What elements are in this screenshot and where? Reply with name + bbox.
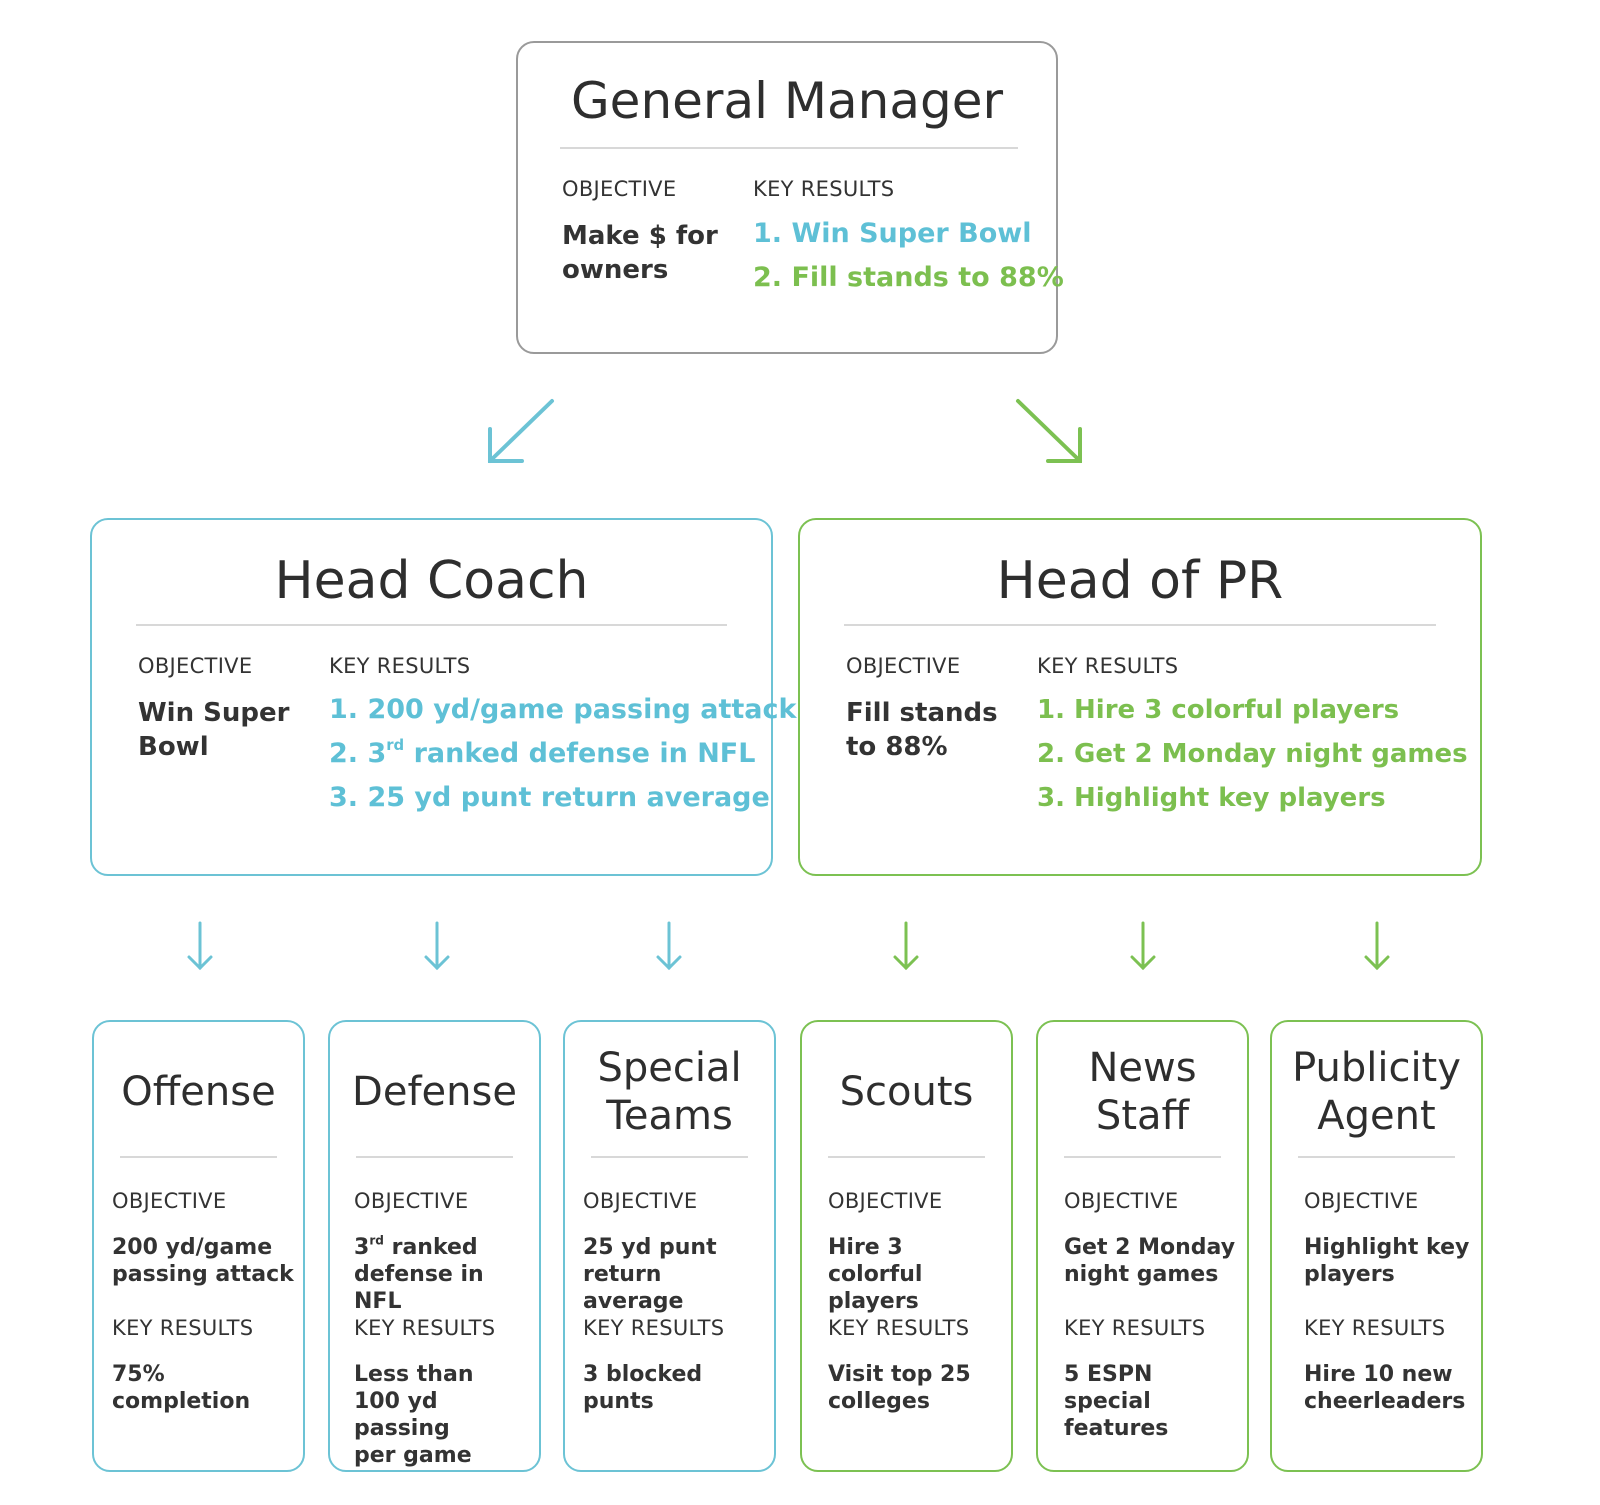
objective-text: 3rd ranked defense in NFL [354, 1233, 484, 1314]
objective-label: OBJECTIVE [138, 654, 253, 678]
key-results-text: 75% completion [112, 1362, 251, 1414]
key-results-label: KEY RESULTS [112, 1316, 254, 1340]
key-results-label: KEY RESULTS [329, 654, 471, 678]
key-results-label: KEY RESULTS [753, 177, 895, 201]
arrow-down-icon [893, 921, 919, 971]
objective-label: OBJECTIVE [354, 1189, 469, 1213]
key-result-item: 2. Get 2 Monday night games [1037, 739, 1468, 769]
divider [560, 147, 1018, 149]
divider [136, 624, 727, 626]
card-title: Offense [121, 1069, 276, 1115]
key-results-list: 1. 200 yd/game passing attack 2. 3rd ran… [329, 688, 797, 820]
head-of-pr-title: Head of PR [996, 551, 1284, 611]
key-result-item: 3. Highlight key players [1037, 783, 1386, 813]
arrow-down-icon [1364, 921, 1390, 971]
objective-label: OBJECTIVE [112, 1189, 227, 1213]
card-title: Scouts [839, 1069, 974, 1115]
key-results-label: KEY RESULTS [1064, 1316, 1206, 1340]
divider [591, 1156, 748, 1158]
key-result-item: 1. 200 yd/game passing attack [329, 694, 797, 725]
arrow-down-icon [187, 921, 213, 971]
key-results-label: KEY RESULTS [1304, 1316, 1446, 1340]
head-coach-title: Head Coach [274, 551, 589, 611]
objective-label: OBJECTIVE [1064, 1189, 1179, 1213]
key-results-list: 1. Win Super Bowl 2. Fill stands to 88% [753, 212, 1064, 300]
arrow-down-left-icon [488, 399, 554, 463]
objective-label: OBJECTIVE [1304, 1189, 1419, 1213]
divider [1064, 1156, 1221, 1158]
key-result-item: 1. Hire 3 colorful players [1037, 695, 1400, 725]
card-title: Defense [352, 1069, 517, 1115]
key-results-label: KEY RESULTS [828, 1316, 970, 1340]
arrow-down-right-icon [1016, 399, 1082, 463]
divider [356, 1156, 513, 1158]
divider [828, 1156, 985, 1158]
head-of-pr-card: Head of PR OBJECTIVE KEY RESULTS Fill st… [798, 518, 1482, 876]
objective-text: Win Super Bowl [138, 698, 290, 762]
arrow-down-icon [656, 921, 682, 971]
objective-text: Fill stands to 88% [846, 698, 998, 762]
arrow-down-icon [424, 921, 450, 971]
key-results-label: KEY RESULTS [1037, 654, 1179, 678]
key-result-item: 2. 3rd ranked defense in NFL [329, 736, 756, 769]
objective-label: OBJECTIVE [583, 1189, 698, 1213]
objective-text: Make $ for owners [562, 221, 718, 285]
head-coach-card: Head Coach OBJECTIVE KEY RESULTS Win Sup… [90, 518, 797, 876]
key-result-item: 1. Win Super Bowl [753, 218, 1032, 249]
key-results-text: 3 blocked punts [583, 1362, 703, 1414]
arrow-down-icon [1130, 921, 1156, 971]
objective-label: OBJECTIVE [828, 1189, 943, 1213]
key-results-label: KEY RESULTS [354, 1316, 496, 1340]
key-results-label: KEY RESULTS [583, 1316, 725, 1340]
general-manager-card: General Manager OBJECTIVE KEY RESULTS Ma… [516, 41, 1064, 354]
objective-label: OBJECTIVE [846, 654, 961, 678]
divider [1298, 1156, 1455, 1158]
general-manager-title: General Manager [570, 72, 1004, 130]
key-result-item: 3. 25 yd punt return average [329, 782, 770, 813]
defense-card: Defense OBJECTIVE 3rd ranked defense in … [328, 1020, 541, 1472]
key-results-list: 1. Hire 3 colorful players 2. Get 2 Mond… [1037, 688, 1468, 820]
objective-label: OBJECTIVE [562, 177, 677, 201]
divider [120, 1156, 277, 1158]
key-result-item: 2. Fill stands to 88% [753, 262, 1064, 293]
divider [844, 624, 1436, 626]
